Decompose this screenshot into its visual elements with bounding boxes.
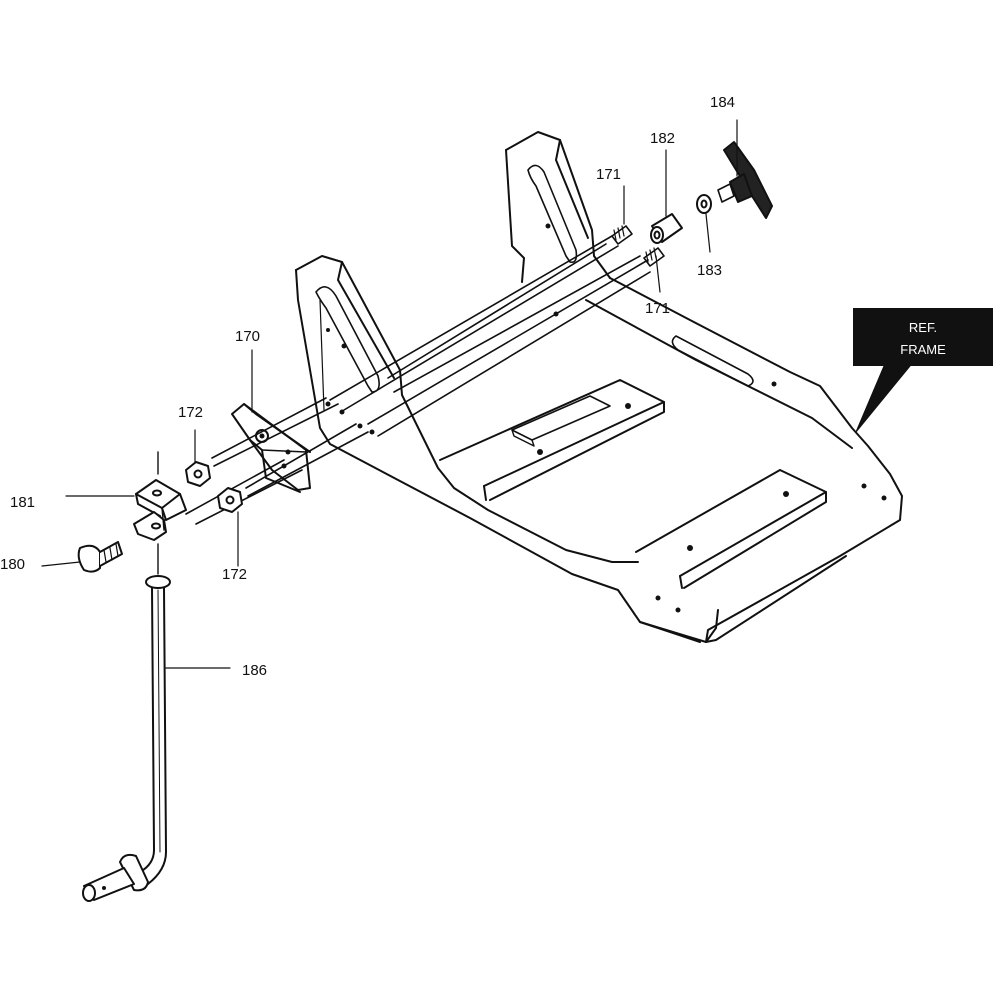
ref-frame-pointer — [855, 365, 911, 433]
label-170: 170 — [235, 328, 261, 345]
bracket-170 — [231, 403, 311, 493]
bolt-171-top — [611, 225, 633, 245]
leader-lines — [41, 119, 738, 669]
bracket-rod-lines — [185, 397, 369, 525]
label-186: 186 — [242, 662, 268, 679]
ref-frame-line2: FRAME — [900, 342, 946, 357]
knob-184 — [717, 141, 773, 219]
label-182: 182 — [650, 130, 676, 147]
label-172-top: 172 — [178, 404, 204, 421]
nut-172-top — [185, 461, 211, 487]
bolt-171-bottom — [643, 247, 665, 267]
ref-frame-callout: REF. FRAME — [853, 308, 993, 366]
label-183: 183 — [697, 262, 723, 279]
spacer-182 — [650, 213, 683, 244]
label-172-bottom: 172 — [222, 566, 248, 583]
rod-186 — [82, 575, 171, 902]
nut-172-bottom — [217, 487, 243, 513]
label-180: 180 — [0, 556, 26, 573]
washer-183 — [696, 194, 712, 214]
bolt-lines — [329, 235, 651, 437]
bracket-181 — [133, 479, 187, 541]
label-184: 184 — [710, 94, 736, 111]
label-171-bottom: 171 — [645, 300, 671, 317]
pin-180 — [77, 541, 123, 573]
frame — [295, 131, 903, 643]
label-171-top: 171 — [596, 166, 622, 183]
label-181: 181 — [10, 494, 36, 511]
ref-frame-line1: REF. — [908, 320, 938, 335]
